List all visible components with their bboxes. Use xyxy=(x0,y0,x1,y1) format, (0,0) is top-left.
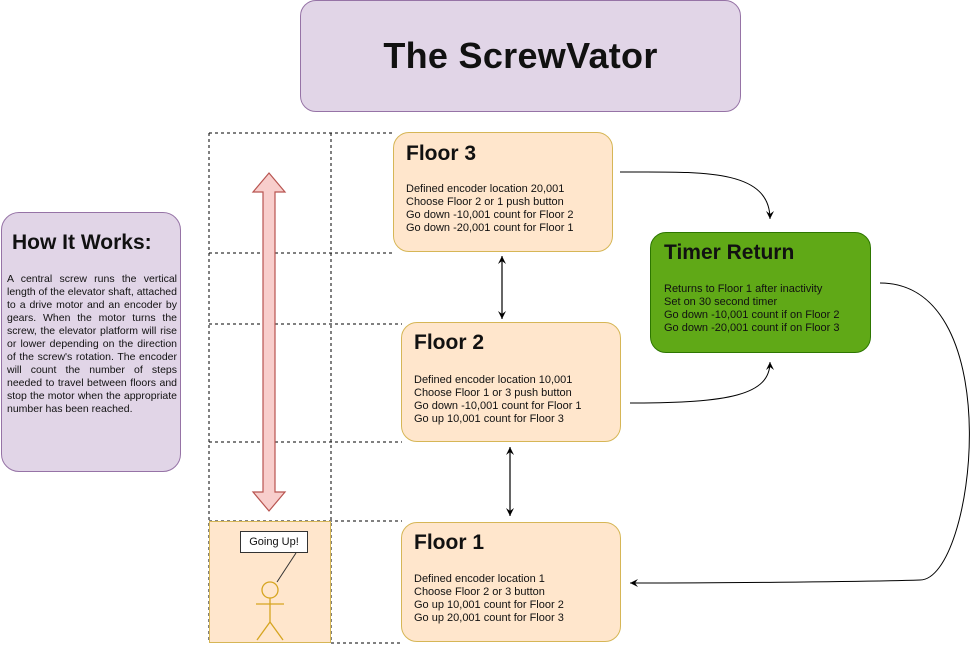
floor2-line: Go up 10,001 count for Floor 3 xyxy=(414,413,564,425)
floor2-line: Choose Floor 1 or 3 push button xyxy=(414,387,572,399)
floor2-to-timer-arrow xyxy=(629,361,774,404)
timer-line: Set on 30 second timer xyxy=(664,296,778,308)
timer-line: Go down -20,001 count if on Floor 3 xyxy=(664,322,840,334)
floor3-line: Go down -20,001 count for Floor 1 xyxy=(406,222,574,234)
floor2-details: Defined encoder location 10,001 Choose F… xyxy=(414,374,582,426)
diagram-title: The ScrewVator xyxy=(383,35,658,76)
how-it-works-text: A central screw runs the vertical length… xyxy=(7,273,177,415)
shaft-travel-arrow xyxy=(251,172,287,512)
floor2-line: Go down -10,001 count for Floor 1 xyxy=(414,400,582,412)
floor1-line: Go up 20,001 count for Floor 3 xyxy=(414,612,564,624)
floor1-details: Defined encoder location 1 Choose Floor … xyxy=(414,573,564,625)
floor1-line: Choose Floor 2 or 3 button xyxy=(414,586,545,598)
timer-details: Returns to Floor 1 after inactivity Set … xyxy=(664,283,840,335)
how-it-works-heading: How It Works: xyxy=(12,231,152,254)
speech-bubble: Going Up! xyxy=(240,531,308,553)
floor1-title: Floor 1 xyxy=(414,531,485,554)
timer-line: Go down -10,001 count if on Floor 2 xyxy=(664,309,840,321)
timer-return-box: Timer Return Returns to Floor 1 after in… xyxy=(650,232,871,353)
floor1-box: Floor 1 Defined encoder location 1 Choos… xyxy=(401,522,621,642)
floor2-line: Defined encoder location 10,001 xyxy=(414,374,573,386)
floor3-box: Floor 3 Defined encoder location 20,001 … xyxy=(393,132,613,252)
floor3-line: Defined encoder location 20,001 xyxy=(406,183,565,195)
floor3-line: Go down -10,001 count for Floor 2 xyxy=(406,209,574,221)
floor1-line: Defined encoder location 1 xyxy=(414,573,545,585)
floor3-line: Choose Floor 2 or 1 push button xyxy=(406,196,564,208)
timer-line: Returns to Floor 1 after inactivity xyxy=(664,283,823,295)
floor3-title: Floor 3 xyxy=(406,142,477,165)
floor2-box: Floor 2 Defined encoder location 10,001 … xyxy=(401,322,621,442)
timer-title: Timer Return xyxy=(664,241,795,264)
floor3-to-timer-arrow xyxy=(619,171,774,220)
floor3-details: Defined encoder location 20,001 Choose F… xyxy=(406,183,574,235)
timer-to-floor1-arrow xyxy=(629,282,970,587)
title-box: The ScrewVator xyxy=(300,0,741,112)
how-it-works-box: How It Works: A central screw runs the v… xyxy=(1,212,181,472)
floor2-title: Floor 2 xyxy=(414,331,485,354)
floor1-line: Go up 10,001 count for Floor 2 xyxy=(414,599,564,611)
